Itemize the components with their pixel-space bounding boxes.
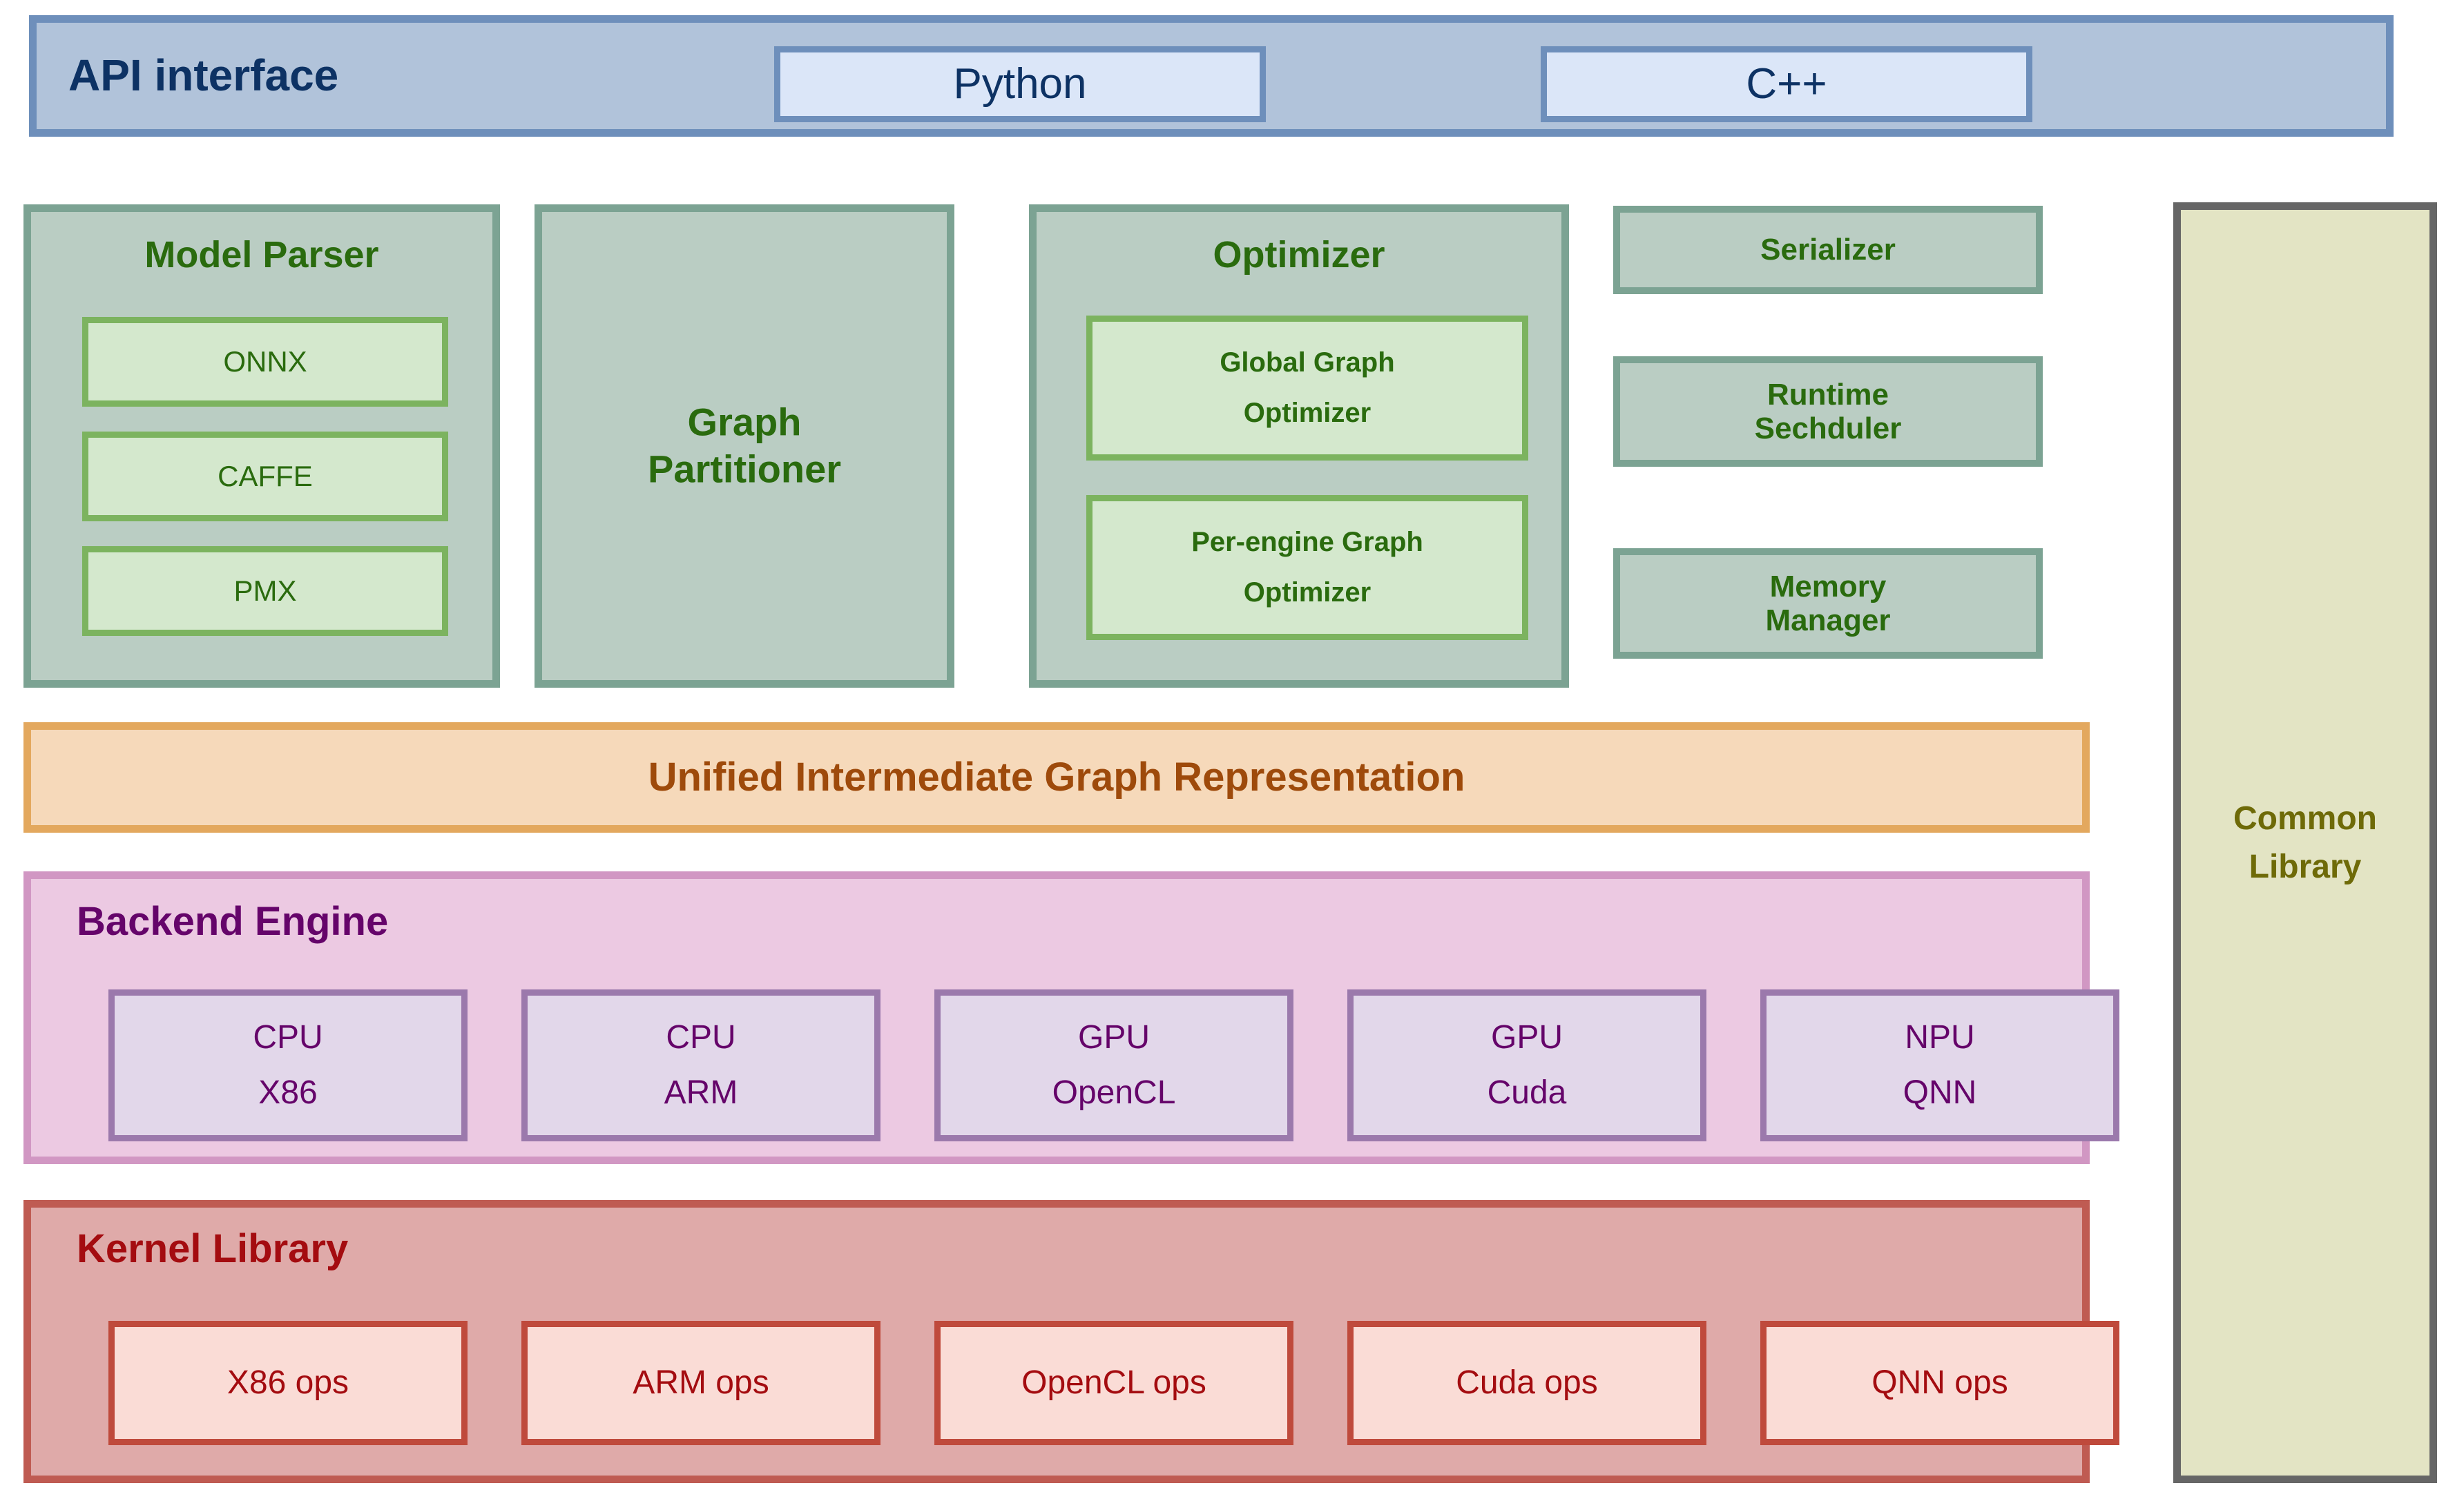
unified-intermediate-graph-representation-band: Unified Intermediate Graph Representatio… xyxy=(23,722,2090,833)
optimizer-perengine-line1: Per-engine Graph xyxy=(1191,527,1423,558)
optimizer-perengine-line2: Optimizer xyxy=(1243,577,1371,608)
model-parser-format-pmx[interactable]: PMX xyxy=(82,546,448,636)
api-language-cpp-label: C++ xyxy=(1746,60,1827,108)
model-parser-panel: Model Parser ONNX CAFFE PMX xyxy=(23,204,500,688)
backend-cell-npu-qnn[interactable]: NPU QNN xyxy=(1760,989,2119,1141)
backend-cell-cpu-arm-line1: CPU xyxy=(666,1019,736,1056)
common-library-line1: Common xyxy=(2233,800,2377,837)
kernel-cell-arm-ops[interactable]: ARM ops xyxy=(521,1321,880,1445)
kernel-library-panel: Kernel Library X86 ops ARM ops OpenCL op… xyxy=(23,1200,2119,1483)
backend-cell-npu-qnn-line2: QNN xyxy=(1903,1074,1977,1111)
model-parser-format-onnx[interactable]: ONNX xyxy=(82,317,448,407)
runtime-scheduler-line2: Sechduler xyxy=(1754,412,1902,445)
kernel-cell-cuda-ops[interactable]: Cuda ops xyxy=(1347,1321,1706,1445)
backend-cell-cpu-x86[interactable]: CPU X86 xyxy=(108,989,468,1141)
kernel-cell-qnn-ops[interactable]: QNN ops xyxy=(1760,1321,2119,1445)
runtime-scheduler-line1: Runtime xyxy=(1767,377,1889,412)
backend-cell-gpu-cuda-line2: Cuda xyxy=(1487,1074,1567,1111)
api-language-cpp[interactable]: C++ xyxy=(1541,46,2032,122)
backend-engine-panel: Backend Engine CPU X86 CPU ARM GPU OpenC… xyxy=(23,871,2119,1164)
backend-cell-gpu-opencl-line2: OpenCL xyxy=(1052,1074,1176,1111)
kernel-cell-cuda-ops-label: Cuda ops xyxy=(1456,1364,1598,1402)
common-library-panel[interactable]: Common Library xyxy=(2173,202,2437,1483)
backend-cell-gpu-opencl-line1: GPU xyxy=(1077,1019,1150,1056)
api-language-python[interactable]: Python xyxy=(774,46,1266,122)
api-interface-band: API interface Python C++ xyxy=(29,15,2394,137)
unified-ir-label: Unified Intermediate Graph Representatio… xyxy=(648,754,1465,800)
graph-partitioner-panel: Graph Partitioner xyxy=(535,204,954,688)
backend-cell-gpu-cuda-line1: GPU xyxy=(1490,1019,1563,1056)
graph-partitioner-title: Graph Partitioner xyxy=(542,399,947,494)
backend-engine-title: Backend Engine xyxy=(77,899,389,944)
optimizer-panel: Optimizer Global Graph Optimizer Per-eng… xyxy=(1029,204,1569,688)
kernel-library-title: Kernel Library xyxy=(77,1226,349,1271)
backend-cell-cpu-arm-line2: ARM xyxy=(664,1074,738,1111)
optimizer-global-line1: Global Graph xyxy=(1220,347,1395,378)
api-interface-label: API interface xyxy=(68,50,339,101)
kernel-cell-opencl-ops[interactable]: OpenCL ops xyxy=(934,1321,1293,1445)
model-parser-format-caffe-label: CAFFE xyxy=(218,460,313,493)
model-parser-format-onnx-label: ONNX xyxy=(223,345,307,378)
backend-cell-gpu-cuda[interactable]: GPU Cuda xyxy=(1347,989,1706,1141)
kernel-cell-qnn-ops-label: QNN ops xyxy=(1871,1364,2008,1402)
memory-manager-module[interactable]: Memory Manager xyxy=(1613,548,2043,659)
serializer-label: Serializer xyxy=(1760,233,1896,267)
graph-partitioner-title-line2: Partitioner xyxy=(647,447,842,491)
optimizer-per-engine-graph-optimizer[interactable]: Per-engine Graph Optimizer xyxy=(1086,495,1528,640)
backend-cell-npu-qnn-line1: NPU xyxy=(1905,1019,1975,1056)
serializer-module[interactable]: Serializer xyxy=(1613,206,2043,294)
memory-manager-line2: Manager xyxy=(1765,603,1891,637)
optimizer-global-graph-optimizer[interactable]: Global Graph Optimizer xyxy=(1086,316,1528,461)
model-parser-format-caffe[interactable]: CAFFE xyxy=(82,432,448,521)
graph-partitioner-title-line1: Graph xyxy=(687,400,802,444)
backend-cell-gpu-opencl[interactable]: GPU OpenCL xyxy=(934,989,1293,1141)
backend-cell-cpu-arm[interactable]: CPU ARM xyxy=(521,989,880,1141)
model-parser-title: Model Parser xyxy=(144,234,379,275)
optimizer-global-line2: Optimizer xyxy=(1243,398,1371,428)
api-language-python-label: Python xyxy=(953,60,1087,108)
common-library-line2: Library xyxy=(2249,848,2362,885)
kernel-cell-x86-ops-label: X86 ops xyxy=(227,1364,349,1402)
runtime-scheduler-module[interactable]: Runtime Sechduler xyxy=(1613,356,2043,467)
optimizer-title: Optimizer xyxy=(1213,234,1385,275)
backend-cell-cpu-x86-line2: X86 xyxy=(258,1074,318,1111)
kernel-cell-arm-ops-label: ARM ops xyxy=(633,1364,769,1402)
kernel-cell-opencl-ops-label: OpenCL ops xyxy=(1021,1364,1206,1402)
model-parser-format-pmx-label: PMX xyxy=(233,574,297,608)
memory-manager-line1: Memory xyxy=(1769,569,1887,603)
kernel-cell-x86-ops[interactable]: X86 ops xyxy=(108,1321,468,1445)
backend-cell-cpu-x86-line1: CPU xyxy=(253,1019,323,1056)
